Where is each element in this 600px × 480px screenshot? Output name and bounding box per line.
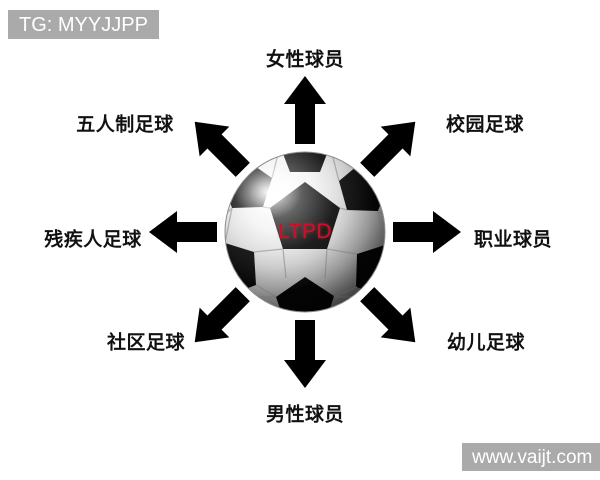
arrow-up-left: [179, 106, 258, 185]
watermark-bottom-right: www.vaijt.com: [462, 443, 600, 471]
hub-center-label: LTPD: [277, 220, 333, 243]
arrow-up-right: [352, 106, 431, 185]
spoke-label-bottom-left: 社区足球: [106, 331, 186, 354]
watermark-top-left: TG: MYYJJPP: [8, 10, 159, 39]
arrow-down-left: [179, 279, 258, 358]
arrow-down: [284, 320, 326, 388]
spoke-label-top-left: 五人制足球: [76, 113, 174, 136]
arrow-down-right: [352, 279, 431, 358]
spoke-label-top: 女性球员: [265, 48, 345, 71]
arrow-left: [149, 211, 217, 253]
arrow-right: [393, 211, 461, 253]
spoke-label-left: 残疾人足球: [44, 228, 142, 251]
spoke-label-bottom-right: 幼儿足球: [446, 331, 526, 354]
spoke-label-bottom: 男性球员: [265, 403, 345, 426]
spoke-label-right: 职业球员: [473, 228, 553, 251]
arrow-up: [284, 76, 326, 144]
spoke-label-top-right: 校园足球: [445, 113, 525, 136]
